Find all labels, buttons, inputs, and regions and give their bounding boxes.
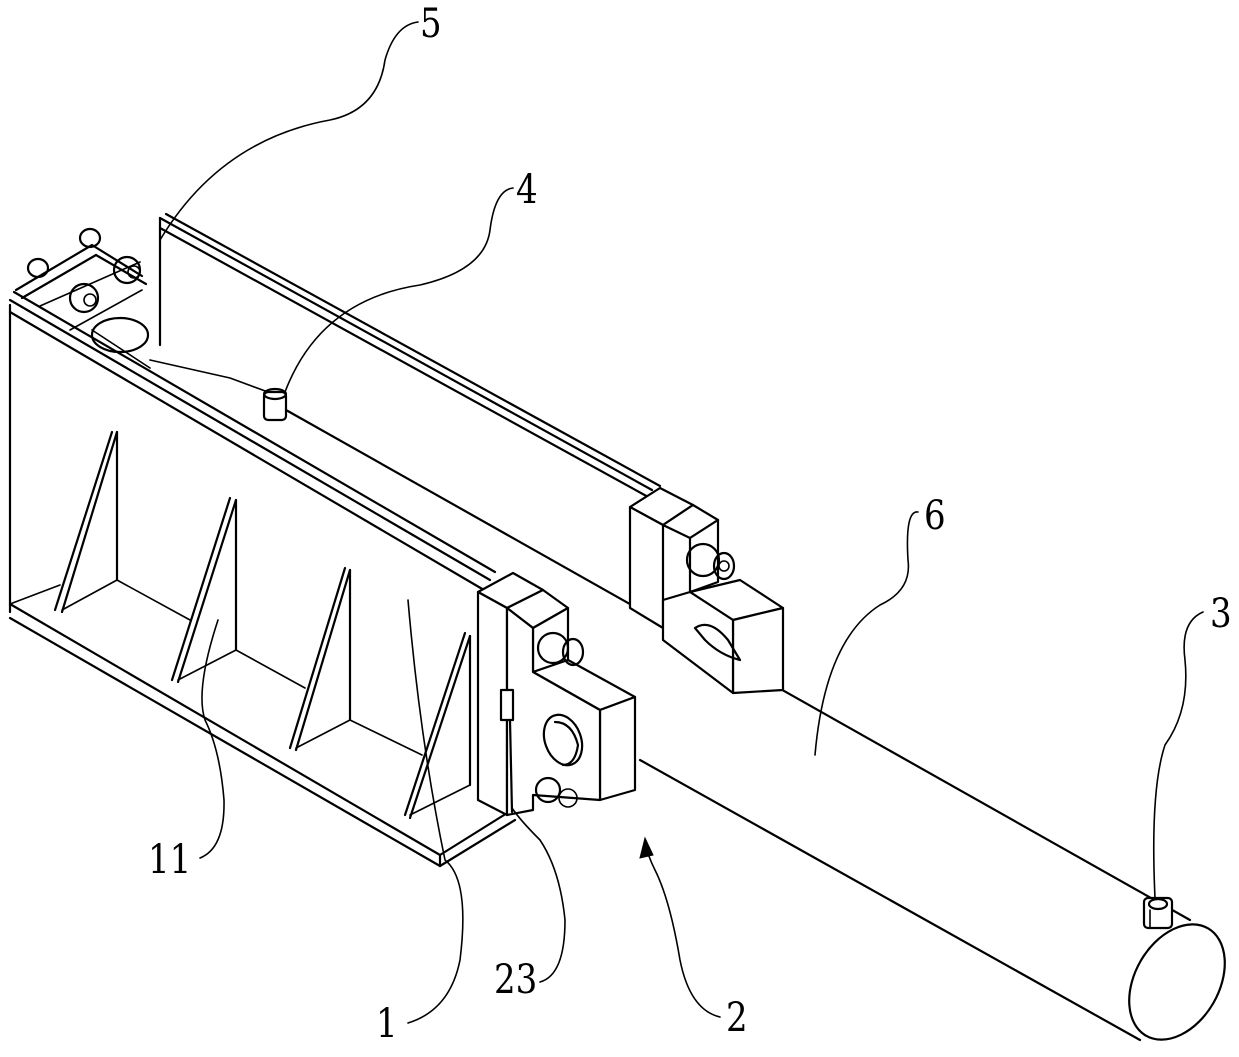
- leader-1: [407, 599, 464, 1024]
- base-frame: [8, 290, 517, 868]
- reinforcing-ribs: [53, 430, 472, 820]
- arrowhead-2: [639, 836, 654, 859]
- rod-end-fitting: [1142, 896, 1174, 930]
- rear-plate: [158, 212, 662, 500]
- top-left-clamp: [14, 227, 269, 393]
- leader-3: [1152, 611, 1204, 899]
- leader-5: [159, 21, 419, 241]
- reference-numeral-6: 6: [924, 493, 946, 539]
- leader-2: [644, 842, 721, 1018]
- leader-4: [284, 187, 514, 393]
- front-clamp-assembly: [476, 571, 637, 817]
- reference-numeral-3: 3: [1210, 591, 1232, 637]
- leader-lines: [159, 21, 1204, 1024]
- rear-clamp-block: [628, 486, 785, 695]
- reference-numeral-2: 2: [726, 995, 748, 1041]
- leader-23: [511, 807, 566, 983]
- reference-numeral-5: 5: [420, 1, 442, 47]
- top-fitting: [262, 387, 288, 422]
- cylindrical-rod: [284, 408, 1226, 1042]
- reference-numeral-11: 11: [148, 837, 192, 883]
- reference-numeral-4: 4: [516, 167, 538, 213]
- leader-6: [814, 511, 919, 756]
- reference-numeral-1: 1: [376, 1001, 398, 1047]
- leader-11: [199, 619, 225, 859]
- reference-numeral-23: 23: [494, 957, 538, 1003]
